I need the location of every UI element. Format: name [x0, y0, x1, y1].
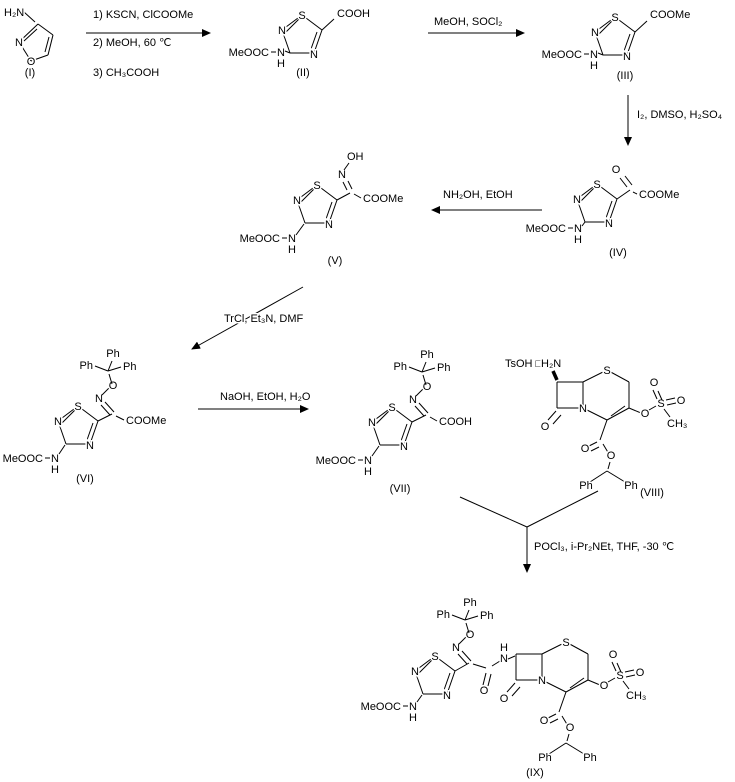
compound-iv-label: (IV) — [609, 247, 627, 259]
coome-label: COOMe — [650, 9, 690, 21]
oxime-n-atom: N — [338, 169, 346, 181]
amide-h-atom: H — [500, 642, 508, 654]
compound-i-label: (I) — [25, 67, 35, 79]
amide-o-atom: O — [480, 685, 489, 697]
tsoh-salt-label: TsOH □ — [505, 358, 543, 370]
oxime-oh-label: OH — [347, 151, 364, 163]
ring-o-atom: O — [27, 56, 36, 68]
step-3-arrow: I₂, DMSO, H₂SO₄ — [624, 95, 724, 146]
compound-viii-label: (VIII) — [640, 487, 664, 499]
compound-v-label: (V) — [328, 255, 343, 267]
compound-ii-label: (II) — [296, 67, 309, 79]
cooh-label: COOH — [439, 416, 472, 428]
compound-i: H₂N N O (I) — [3, 6, 54, 81]
step-1-arrow: 1) KSCN, ClCOOMe 2) MeOH, 60 ℃ 3) CH₃COO… — [86, 8, 211, 81]
step-1-reagent-line-2: 2) MeOH, 60 ℃ — [93, 37, 171, 49]
step-1-reagent-line-1: 1) KSCN, ClCOOMe — [93, 9, 193, 21]
amide-n-atom: N — [500, 653, 508, 665]
step-2-reagent: MeOH, SOCl₂ — [434, 16, 502, 28]
compound-vii: COOH (VII) — [314, 347, 474, 497]
amine-label: H₂N — [541, 358, 561, 370]
compound-iii: COOMe (III) — [540, 8, 692, 84]
cooh-label: COOH — [337, 8, 370, 20]
compound-viii: TsOH □ H₂N (VIII) — [504, 357, 689, 501]
step-6-arrow: NaOH, EtOH, H₂O — [198, 390, 312, 413]
step-6-reagent: NaOH, EtOH, H₂O — [220, 391, 311, 403]
step-1-reagent-line-3: 3) CH₃COOH — [93, 67, 159, 79]
compound-ii: COOH (II) — [227, 7, 372, 81]
compound-ix-label: (IX) — [526, 767, 544, 779]
compound-vi: COOMe (VI) — [1, 346, 168, 487]
step-4-reagent: NH₂OH, EtOH — [443, 189, 513, 201]
amine-label: H₂N — [4, 7, 24, 19]
keto-o-atom: O — [612, 164, 621, 176]
compound-ix: O N H (IX) — [359, 595, 648, 781]
step-5-reagent: TrCl, Et₃N, DMF — [224, 313, 304, 325]
step-4-arrow: NH₂OH, EtOH — [431, 188, 542, 214]
compound-vii-label: (VII) — [390, 483, 411, 495]
coome-label: COOMe — [639, 189, 679, 201]
step-3-reagent: I₂, DMSO, H₂SO₄ — [637, 109, 723, 121]
compound-v: N OH COOMe (V) — [238, 150, 405, 269]
step-2-arrow: MeOH, SOCl₂ — [428, 15, 525, 37]
compound-iii-label: (III) — [617, 70, 634, 82]
ring-n-atom: N — [15, 37, 23, 49]
compound-iv: O COOMe (IV) — [524, 163, 681, 261]
step-7-reagent: POCl₃, i-Pr₂NEt, THF, -30 ℃ — [534, 541, 674, 553]
compound-vi-label: (VI) — [76, 473, 94, 485]
coome-label: COOMe — [363, 193, 403, 205]
step-5-arrow: TrCl, Et₃N, DMF — [191, 286, 305, 350]
step-7-arrow: POCl₃, i-Pr₂NEt, THF, -30 ℃ — [459, 490, 676, 573]
coome-label: COOMe — [126, 415, 166, 427]
